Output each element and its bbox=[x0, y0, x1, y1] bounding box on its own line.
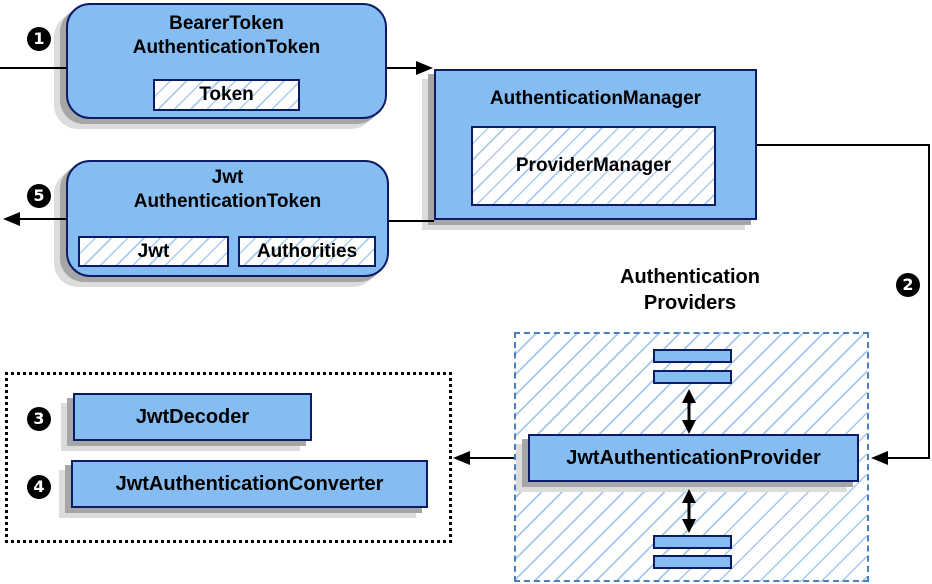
token-chip: Token bbox=[153, 79, 300, 111]
provider-to-group-arrowhead bbox=[453, 451, 470, 465]
jwt-authentication-converter-box: JwtAuthenticationConverter bbox=[71, 460, 428, 508]
bearer-token-authentication-token-box: BearerToken AuthenticationToken Token bbox=[66, 3, 387, 119]
bearer-to-manager-arrowhead bbox=[416, 61, 433, 75]
provider-placeholder-bar bbox=[653, 370, 732, 384]
jwt-chip: Jwt bbox=[78, 236, 229, 267]
provider-manager-chip-label: ProviderManager bbox=[515, 155, 672, 176]
authentication-manager-box: AuthenticationManager ProviderManager bbox=[434, 69, 757, 220]
step-2-badge: 2 bbox=[896, 273, 920, 297]
jwt-authentication-converter-label: JwtAuthenticationConverter bbox=[115, 472, 384, 495]
jwt-decoder-label: JwtDecoder bbox=[135, 405, 250, 428]
authentication-providers-label: Authentication Providers bbox=[555, 264, 825, 316]
jwt-authentication-provider-label: JwtAuthenticationProvider bbox=[566, 446, 821, 469]
provider-placeholder-bar bbox=[653, 555, 732, 569]
token-chip-label: Token bbox=[199, 84, 254, 105]
step-4-badge: 4 bbox=[27, 475, 51, 499]
jwt-decoder-box: JwtDecoder bbox=[73, 393, 312, 441]
jwt-authentication-provider-box: JwtAuthenticationProvider bbox=[528, 434, 859, 482]
authorities-chip-label: Authorities bbox=[256, 240, 358, 262]
manager-to-provider-arrowhead bbox=[871, 451, 888, 465]
authorities-chip: Authorities bbox=[238, 236, 376, 267]
provider-manager-chip: ProviderManager bbox=[471, 126, 716, 206]
providers-label-line1: Authentication bbox=[620, 266, 760, 288]
jwt-chip-label: Jwt bbox=[137, 240, 170, 262]
step-5-badge: 5 bbox=[27, 184, 51, 208]
manager-box-title: AuthenticationManager bbox=[489, 88, 702, 109]
jwt-box-title-line2: AuthenticationToken bbox=[133, 191, 322, 212]
step-1-badge: 1 bbox=[27, 27, 51, 51]
step-3-badge: 3 bbox=[27, 407, 51, 431]
bearer-box-title-line1: BearerToken bbox=[169, 13, 284, 34]
provider-placeholder-bar bbox=[653, 535, 732, 549]
jwt-box-title-line1: Jwt bbox=[211, 167, 244, 188]
decoder-converter-group-box bbox=[5, 372, 452, 543]
jwt-outgoing-arrowhead bbox=[3, 212, 20, 226]
bearer-box-title-line2: AuthenticationToken bbox=[132, 37, 321, 58]
provider-placeholder-bar bbox=[653, 349, 732, 363]
providers-label-line2: Providers bbox=[643, 292, 737, 314]
jwt-authentication-token-box: Jwt AuthenticationToken Jwt Authorities bbox=[66, 160, 389, 277]
